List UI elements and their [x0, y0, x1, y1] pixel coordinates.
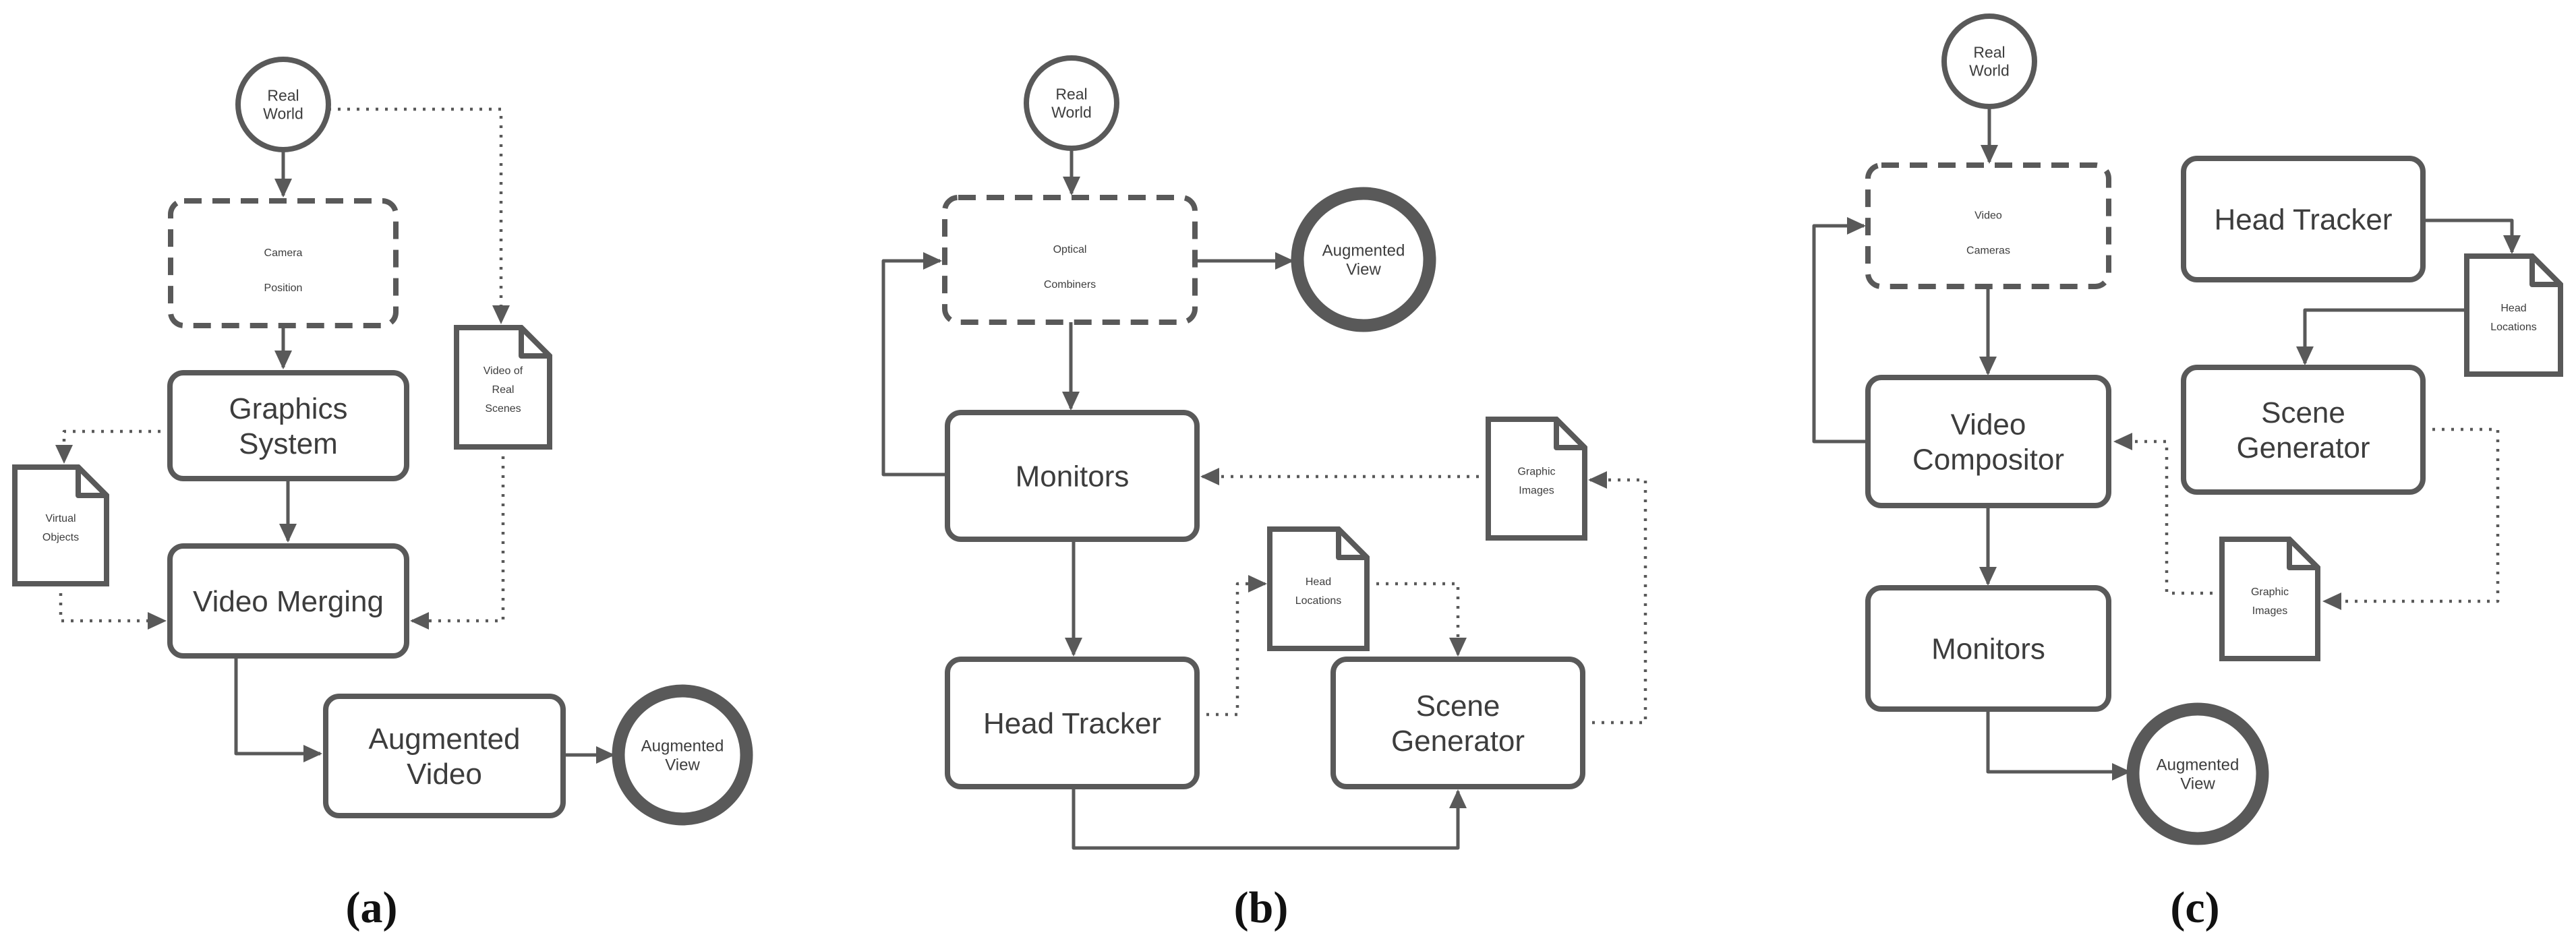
- head-tracker-box: [2181, 156, 2426, 282]
- monitors-box: [1865, 585, 2111, 712]
- caption-c: (c): [2170, 883, 2219, 932]
- virtual-objects-document-fold-icon: [76, 464, 109, 498]
- head-tracker-box: [945, 657, 1200, 789]
- video-cameras-box: [1865, 162, 2111, 289]
- graphic-images-document-fold-icon: [2287, 537, 2320, 570]
- edge-head-tracker-to-head-locations: [1197, 575, 1267, 717]
- head-locations-document-fold-icon: [2529, 253, 2563, 287]
- edge-virtual-objects-to-video-merging: [59, 584, 167, 630]
- caption-a: (a): [346, 883, 398, 932]
- augmented-view-circle: [2126, 702, 2269, 845]
- head-tracker-label: Head Tracker: [983, 707, 1161, 740]
- edge-head-tracker-to-head-locations: [2423, 218, 2521, 254]
- edge-real-world-to-video-of-real-scenes: [328, 107, 510, 324]
- monitors-label: Monitors: [1931, 632, 2045, 665]
- edge-monitors-to-optical-combiners-feedback: [881, 252, 947, 477]
- real-world-circle: [1024, 55, 1119, 151]
- node-monitors: Monitors: [1865, 585, 2111, 712]
- graphics-system-box: [167, 370, 409, 481]
- monitors-box: [945, 410, 1200, 542]
- edge-video-compositor-to-video-cameras-feedback: [1812, 217, 1868, 444]
- edge-graphics-system-to-virtual-objects: [55, 429, 170, 464]
- edge-monitors-to-augmented-view: [1986, 709, 2131, 781]
- edge-scene-generator-to-graphic-images: [1583, 471, 1647, 725]
- monitors-label: Monitors: [1016, 460, 1130, 493]
- edge-video-merging-to-augmented-video: [234, 656, 322, 762]
- caption-b: (b): [1234, 883, 1289, 932]
- edge-scene-generator-to-graphic-images: [2322, 427, 2500, 610]
- node-video-merging: Video Merging: [167, 543, 409, 659]
- edge-video-of-real-scenes-to-video-merging: [410, 447, 505, 630]
- video-merging-label: Video Merging: [193, 585, 384, 618]
- head-tracker-label: Head Tracker: [2214, 203, 2392, 236]
- augmented-view-circle: [612, 684, 753, 826]
- real-world-circle: [1941, 13, 2037, 109]
- optical-combiners-box: [942, 195, 1198, 325]
- node-monitors: Monitors: [945, 410, 1200, 542]
- graphic-images-document-fold-icon: [1554, 417, 1587, 450]
- edge-head-locations-to-scene-generator: [1367, 582, 1467, 657]
- real-world-circle: [235, 57, 331, 152]
- head-locations-document-fold-icon: [1336, 526, 1370, 560]
- edge-head-tracker-to-scene-generator: [1072, 787, 1467, 850]
- node-head-tracker: Head Tracker: [945, 657, 1200, 789]
- video-compositor-box: [1865, 375, 2111, 508]
- camera-position-box: [168, 198, 399, 328]
- video-of-real-scenes-document-fold-icon: [519, 325, 552, 359]
- edge-head-locations-to-scene-generator: [2296, 308, 2467, 365]
- scene-generator-box: [2181, 365, 2426, 495]
- video-merging-box: [167, 543, 409, 659]
- node-head-tracker: Head Tracker: [2181, 156, 2426, 282]
- augmented-video-box: [323, 694, 566, 818]
- augmented-view-circle: [1291, 187, 1436, 332]
- scene-generator-box: [1330, 657, 1585, 789]
